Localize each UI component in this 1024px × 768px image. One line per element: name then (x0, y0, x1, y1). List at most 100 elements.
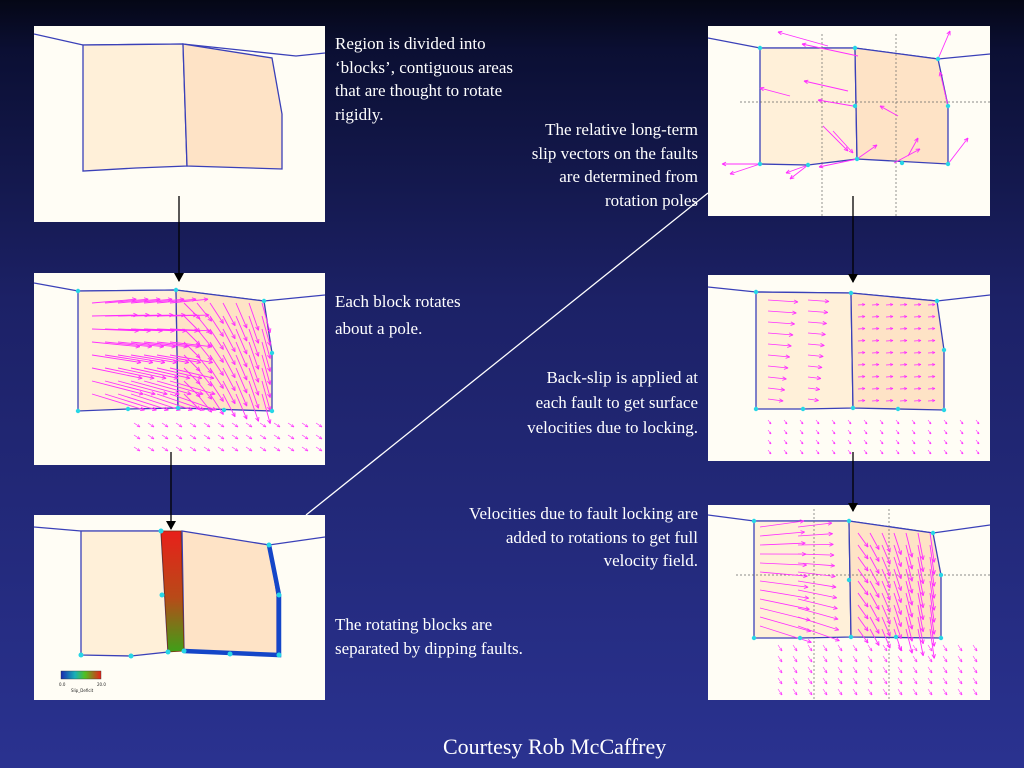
velocity-vector (156, 354, 202, 365)
velocity-vector (881, 568, 891, 589)
velocity-vector (897, 677, 903, 685)
velocity-vector (857, 616, 869, 632)
velocity-vector (905, 556, 914, 582)
velocity-vector (881, 604, 891, 625)
velocity-vector (972, 677, 978, 685)
velocity-vector (905, 580, 914, 606)
velocity-vector (927, 375, 936, 379)
velocity-vector (287, 422, 295, 428)
velocity-vector (767, 376, 787, 381)
velocity-vector (882, 655, 888, 663)
velocity-vector (913, 399, 922, 403)
velocity-vector (156, 367, 203, 380)
velocity-vector (857, 315, 866, 319)
velocity-vector (231, 422, 239, 428)
velocity-vector (831, 429, 836, 435)
velocity-vector (235, 315, 248, 342)
block-left (753, 520, 852, 639)
velocity-vector (189, 446, 197, 452)
velocity-vector (871, 315, 880, 319)
velocity-vector (871, 363, 880, 367)
velocity-vector (885, 339, 894, 343)
velocity-vector (261, 302, 272, 333)
velocity-vector (797, 542, 834, 547)
velocity-vector (792, 644, 798, 652)
velocity-vector (913, 363, 922, 367)
velocity-vector (222, 380, 236, 405)
velocity-vector (895, 429, 900, 435)
fault-node (938, 572, 944, 578)
velocity-vector (797, 521, 833, 528)
velocity-vector (899, 339, 908, 343)
velocity-vector (777, 644, 783, 652)
velocity-vector (248, 380, 260, 409)
velocity-vector (905, 592, 914, 618)
velocity-vector (797, 607, 839, 621)
velocity-vector (169, 297, 209, 304)
velocity-vector (273, 446, 281, 452)
velocity-vector (209, 328, 224, 350)
velocity-vector (803, 79, 849, 92)
velocity-vector (852, 688, 858, 696)
velocity-vector (767, 365, 789, 370)
velocity-vector (815, 449, 820, 455)
velocity-vector (871, 375, 880, 379)
velocity-vector (857, 351, 866, 355)
velocity-vector (869, 580, 880, 598)
velocity-vector (175, 422, 183, 428)
velocity-vector (818, 158, 858, 169)
velocity-vector (222, 328, 236, 353)
caption-blocks: Region is divided into ‘blocks’, contigu… (335, 34, 513, 124)
fault-node (846, 518, 852, 524)
velocity-vector (893, 148, 921, 164)
velocity-vector (863, 439, 868, 445)
block-right (182, 43, 283, 170)
velocity-vector (847, 429, 852, 435)
velocity-vector (927, 339, 936, 343)
velocity-vector (912, 688, 918, 696)
velocity-vector (777, 655, 783, 663)
velocity-vector (959, 439, 964, 445)
velocity-vector (927, 677, 933, 685)
velocity-vector (807, 386, 820, 392)
velocity-vector (807, 688, 813, 696)
velocity-vector (315, 422, 323, 428)
velocity-vector (938, 71, 949, 107)
velocity-vector (799, 419, 804, 425)
velocity-vector (905, 568, 914, 594)
velocity-vector (783, 429, 788, 435)
credit-text: Courtesy Rob McCaffrey (443, 734, 667, 759)
velocity-vector (852, 644, 858, 652)
velocity-vector (807, 321, 827, 326)
velocity-vector (975, 439, 980, 445)
velocity-vector (943, 429, 948, 435)
velocity-vector (885, 363, 894, 367)
velocity-vector (133, 446, 141, 452)
velocity-vector (792, 666, 798, 674)
velocity-vector (899, 351, 908, 355)
velocity-vector (209, 367, 224, 389)
velocity-vector (911, 449, 916, 455)
fault-node (125, 406, 131, 412)
velocity-vector (222, 341, 236, 366)
velocity-vector (235, 328, 248, 355)
panel-slip-vectors (708, 26, 990, 216)
velocity-vector (927, 644, 933, 652)
velocity-vector (767, 439, 772, 445)
velocity-vector (893, 616, 903, 639)
velocity-vector (767, 343, 792, 348)
velocity-vector (217, 446, 225, 452)
block-left (82, 43, 188, 172)
velocity-vector (879, 439, 884, 445)
velocity-vector (927, 315, 936, 319)
velocity-vector (822, 666, 828, 674)
velocity-vector (792, 677, 798, 685)
velocity-vector (209, 354, 224, 376)
velocity-vector (822, 655, 828, 663)
velocity-vector (91, 367, 143, 380)
velocity-vector (261, 341, 272, 372)
fault-node (850, 405, 856, 411)
fault-node (75, 408, 81, 414)
velocity-vector (881, 580, 891, 601)
